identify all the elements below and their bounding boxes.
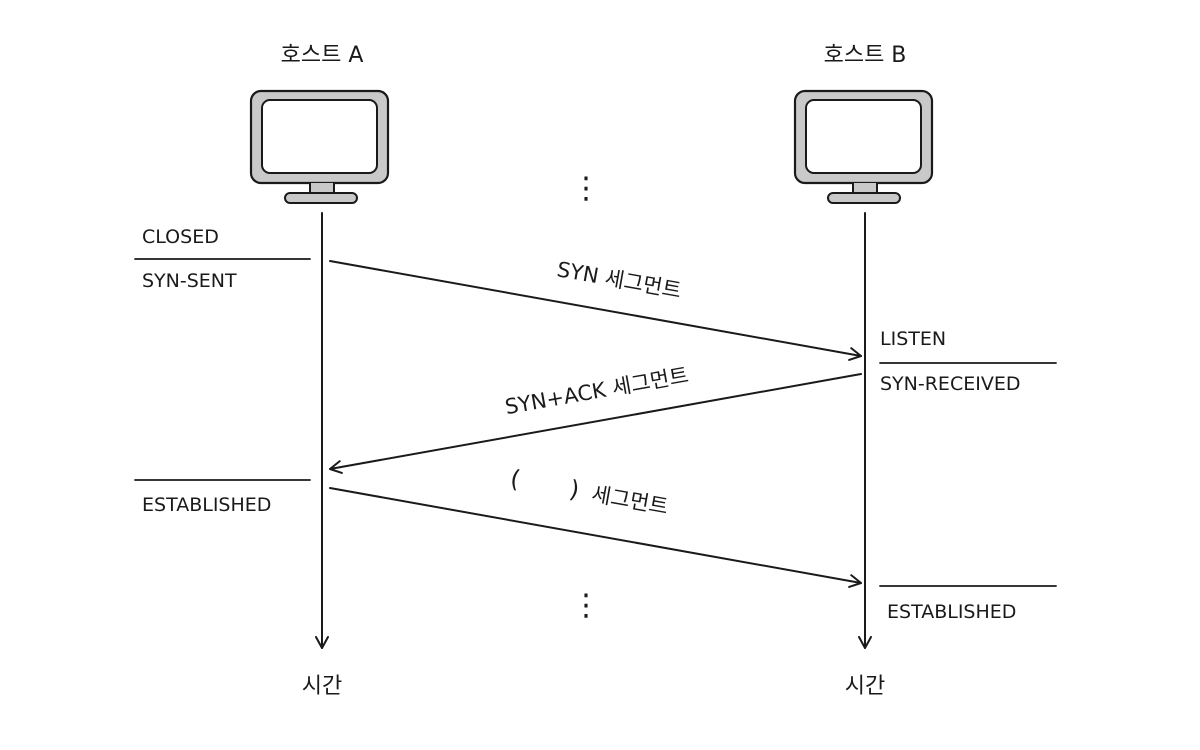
host-b-monitor-icon xyxy=(793,89,934,204)
continuation-mark-bottom: ⋮ xyxy=(571,588,601,623)
syn-segment-arrow xyxy=(329,260,862,361)
state-a-established: ESTABLISHED xyxy=(142,494,271,516)
host-a-time-label: 시간 xyxy=(302,674,342,699)
syn-segment-label: SYN 세그먼트 xyxy=(555,257,683,303)
continuation-mark-top: ⋮ xyxy=(571,171,601,206)
syn-ack-segment-label: SYN+ACK 세그먼트 xyxy=(503,363,690,419)
blank-close-paren: ) xyxy=(567,475,581,504)
host-a-label: 호스트 A xyxy=(281,43,364,68)
state-a-syn-sent: SYN-SENT xyxy=(142,270,237,292)
third-segment-label: ( ) 세그먼트 xyxy=(508,464,670,519)
state-b-listen: LISTEN xyxy=(880,328,946,350)
host-b-label: 호스트 B xyxy=(824,43,907,68)
host-b-time-label: 시간 xyxy=(845,674,885,699)
third-segment-text: 세그먼트 xyxy=(590,482,670,519)
third-segment-arrow xyxy=(329,487,862,588)
state-b-established: ESTABLISHED xyxy=(887,601,1016,623)
state-a-closed: CLOSED xyxy=(142,226,219,248)
syn-ack-segment-arrow xyxy=(329,373,862,474)
host-a-monitor-icon xyxy=(249,89,390,204)
state-b-syn-received: SYN-RECEIVED xyxy=(880,373,1020,395)
blank-open-paren: ( xyxy=(508,464,522,493)
